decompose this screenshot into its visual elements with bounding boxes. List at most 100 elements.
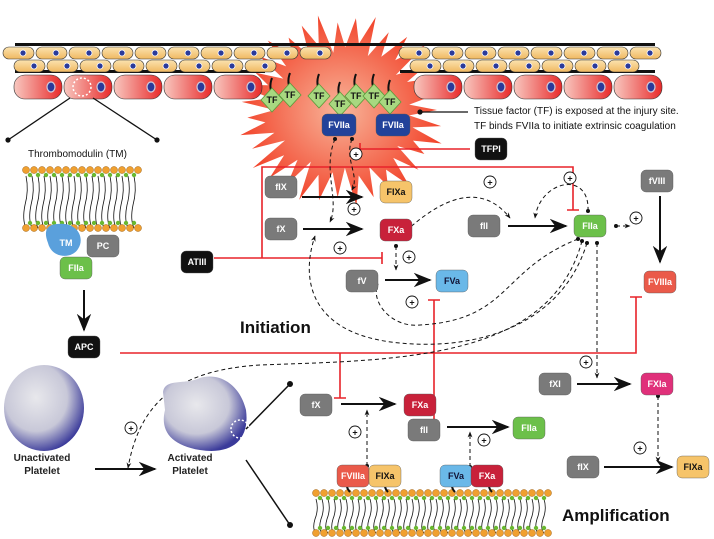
factor-label: FIIa xyxy=(68,263,84,273)
factor-label: PC xyxy=(97,241,110,251)
plus-marker-icon: + xyxy=(347,202,361,216)
tissue-factor-icon: TF xyxy=(307,83,331,109)
plus-symbol: + xyxy=(337,244,342,254)
plus-marker-icon: + xyxy=(402,250,416,264)
factor-node-fv: fV xyxy=(345,269,379,293)
factor-label: FIXa xyxy=(386,187,406,197)
factor-label: FIIa xyxy=(582,221,598,231)
factor-label: APC xyxy=(74,342,94,352)
factor-node-fxi: fXI xyxy=(538,372,572,396)
factor-label: FXa xyxy=(412,400,430,410)
factor-node-fx-2: fX xyxy=(299,393,333,417)
plus-marker-icon: + xyxy=(477,433,491,447)
factor-label: TFPI xyxy=(481,144,501,154)
annotation-line-2: TF binds FVIIa to initiate extrinsic coa… xyxy=(474,121,676,132)
factor-label: FXa xyxy=(479,471,497,481)
factor-label: TM xyxy=(60,238,73,248)
thrombomodulin-label: Thrombomodulin (TM) xyxy=(28,149,127,160)
plus-marker-icon: + xyxy=(633,441,647,455)
factor-node-fiia-2: FIIa xyxy=(512,416,546,440)
activated-platelet-label-1: Activated xyxy=(167,453,212,464)
tissue-factor-group: TF TF TF TF TF TF TF xyxy=(260,72,402,117)
plus-symbol: + xyxy=(633,214,638,224)
plus-symbol: + xyxy=(583,358,588,368)
factor-label: fII xyxy=(480,221,488,231)
factor-node-fva-1: FVa xyxy=(435,269,469,293)
factor-label: fIX xyxy=(577,462,589,472)
plus-markers: +++++++++++++ xyxy=(124,147,647,455)
plus-symbol: + xyxy=(353,150,358,160)
factor-node-fix-2: fIX xyxy=(566,455,600,479)
factor-node-fx-1: fX xyxy=(264,217,298,241)
factor-node-apc: APC xyxy=(67,335,101,359)
plus-marker-icon: + xyxy=(349,147,363,161)
tf-label: TF xyxy=(369,91,380,101)
factor-node-fixa-3: FIXa xyxy=(368,464,402,488)
activation-arrows xyxy=(126,137,661,469)
vessel-wall xyxy=(2,43,663,100)
plus-symbol: + xyxy=(406,253,411,263)
factor-node-tm-fiia: FIIa xyxy=(59,256,93,280)
plus-marker-icon: + xyxy=(483,175,497,189)
activated-platelet-label-2: Platelet xyxy=(172,466,208,477)
factor-label: fII xyxy=(420,425,428,435)
plus-symbol: + xyxy=(352,428,357,438)
factor-node-fviiia-1: FVIIIa xyxy=(643,270,677,294)
tissue-factor-icon: TF xyxy=(260,87,284,113)
factor-node-pc: PC xyxy=(86,234,120,258)
factor-node-fxa-2: FXa xyxy=(403,393,437,417)
factor-label: FXa xyxy=(388,225,406,235)
factor-node-fiia-1: FIIa xyxy=(573,214,607,238)
factor-node-fviii: fVIII xyxy=(640,169,674,193)
factor-label: FVa xyxy=(444,276,461,286)
apc-inhibition-line xyxy=(120,296,642,399)
plus-symbol: + xyxy=(351,205,356,215)
tf-label: TF xyxy=(335,99,346,109)
tf-label: TF xyxy=(285,90,296,100)
factor-node-fxa-3: FXa xyxy=(470,464,504,488)
plus-marker-icon: + xyxy=(629,211,643,225)
factor-label: FXIa xyxy=(647,379,667,389)
factor-label: FIXa xyxy=(683,462,703,472)
unactivated-platelet-label-1: Unactivated xyxy=(14,453,71,464)
annotation-line-1: Tissue factor (TF) is exposed at the inj… xyxy=(474,106,679,117)
amplification-label: Amplification xyxy=(562,506,670,525)
platelet-membrane xyxy=(312,477,552,537)
tissue-factor-icon: TF xyxy=(278,82,302,108)
factor-node-fviia-2: FVIIa xyxy=(375,113,411,137)
plus-marker-icon: + xyxy=(563,171,577,185)
activated-platelet xyxy=(163,376,247,451)
factor-node-fviiia-2: FVIIIa xyxy=(336,464,370,488)
factor-label: FIIa xyxy=(521,423,537,433)
factor-node-fii-1: fII xyxy=(467,214,501,238)
zoom-lines xyxy=(5,77,468,143)
initiation-label: Initiation xyxy=(240,318,311,337)
factor-label: FIXa xyxy=(375,471,395,481)
factor-label: FVa xyxy=(448,471,465,481)
endothelial-membrane xyxy=(22,166,142,232)
factor-label: fV xyxy=(358,276,367,286)
tissue-factor-icon: TF xyxy=(344,83,368,109)
tf-label: TF xyxy=(385,97,396,107)
factor-label: FVIIIa xyxy=(341,471,366,481)
factor-label: fIX xyxy=(275,182,287,192)
factor-node-fixa-2: FIXa xyxy=(676,455,710,479)
plus-symbol: + xyxy=(637,444,642,454)
plus-symbol: + xyxy=(567,174,572,184)
factor-label: ATIII xyxy=(188,257,207,267)
tf-label: TF xyxy=(267,95,278,105)
factor-label: fXI xyxy=(549,379,561,389)
factor-node-fixa-1: FIXa xyxy=(379,180,413,204)
plus-marker-icon: + xyxy=(405,295,419,309)
tf-label: TF xyxy=(351,91,362,101)
platelet-zoom-circle xyxy=(230,419,250,439)
factor-node-tm: TM xyxy=(45,223,81,256)
plus-marker-icon: + xyxy=(333,241,347,255)
factor-node-fii-2: fII xyxy=(407,418,441,442)
factor-node-atiii: ATIII xyxy=(180,250,214,274)
tf-label: TF xyxy=(314,91,325,101)
plus-marker-icon: + xyxy=(579,355,593,369)
factor-label: FVIIa xyxy=(328,120,351,130)
